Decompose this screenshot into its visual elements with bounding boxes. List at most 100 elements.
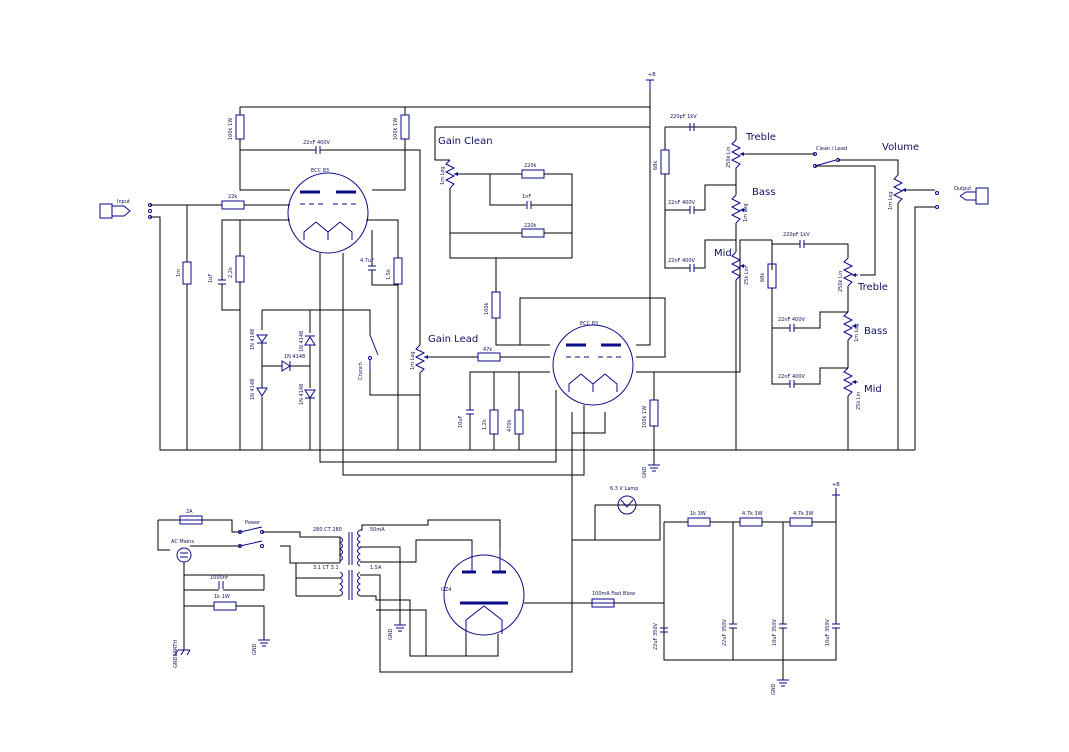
label-gnd-earth: GNDEARTH: [173, 640, 179, 668]
capacitor-220pf-a: [689, 123, 695, 131]
label-d-b: 1N 4148: [250, 379, 256, 400]
fuse-2a: [179, 515, 203, 525]
label-bass-a: Bass: [752, 187, 775, 198]
label-volume: Volume: [882, 142, 919, 153]
label-r-47k: 47k: [483, 347, 492, 353]
label-r-1m-in: 1m: [176, 269, 182, 277]
label-b-plus-top: +B: [648, 72, 656, 78]
label-gnd-mains: GND: [252, 643, 258, 655]
label-c-1uf: 1uF: [208, 274, 214, 283]
resistor-47k-3w-b: [789, 517, 813, 527]
label-c-22n-b2: 22nF 400V: [778, 374, 806, 380]
label-c-1nf: 1nF: [522, 194, 531, 200]
ac-mains-connector: [176, 547, 192, 563]
label-xfmr-heater: 3.1 CT 3.1: [313, 565, 339, 571]
label-pot-1m-a: 1m Log: [743, 203, 749, 222]
pot-mid-a: [730, 251, 746, 281]
resistor-1k-1w: [213, 601, 237, 611]
capacitor-1uf: [218, 279, 226, 285]
gnd-earth-symbol: [174, 649, 191, 656]
pot-gain-lead: [414, 344, 430, 374]
tube-v1-ecc83: [287, 172, 369, 254]
label-xfmr-15a: 1.5A: [370, 565, 382, 571]
label-mains-res: 1k 1W: [214, 594, 230, 600]
label-c-10u-a: 10uF 350V: [772, 618, 778, 646]
label-gnd-xfmr: GND: [388, 628, 394, 640]
label-tube-v1: ECC 83: [311, 168, 329, 174]
label-r-68k-b: 68k: [760, 273, 766, 282]
input-jack: [99, 203, 152, 219]
label-rectifier: GZ4: [441, 587, 451, 593]
label-xfmr-50ma: 50mA: [370, 527, 385, 533]
label-r-68k-a: 68k: [653, 161, 659, 170]
label-pot-250k-a: 250k Lin: [726, 147, 732, 168]
diode-c: [304, 335, 316, 346]
diode-e: [304, 389, 316, 399]
gnd-symbol-psu: [777, 679, 789, 687]
label-pot-1m-vol: 1m Log: [888, 191, 894, 210]
gnd-symbol-mains: [258, 639, 270, 647]
label-c-220pf-a: 220pF 1kV: [670, 114, 697, 120]
label-ac-mains: AC Mains: [171, 539, 194, 545]
b-plus-top: [646, 79, 654, 90]
label-treble-a: Treble: [745, 132, 776, 143]
diode-d: [281, 360, 291, 372]
resistor-22k-input: [221, 200, 245, 210]
tube-v2-ecc83: [552, 324, 634, 406]
label-pot-25k-b: 25k Lin: [856, 392, 862, 410]
capacitor-1000nf: [218, 581, 224, 589]
capacitor-22uf-b: [729, 623, 737, 629]
capacitor-22nf-b2: [789, 380, 795, 388]
label-mains-cap: 1000nF: [210, 575, 229, 581]
output-jack: [935, 187, 989, 209]
label-r-47k-3w-a: 4.7k 3W: [742, 511, 763, 517]
capacitor-10uf: [466, 409, 474, 415]
pot-mid-b: [842, 367, 858, 397]
label-c-4u7: 4.7uF: [360, 258, 374, 264]
pot-bass-b: [842, 311, 858, 341]
label-c-10u-b: 10uF 350V: [825, 618, 831, 646]
label-pot-1m-log: 1m Log: [440, 166, 446, 185]
label-crunch: Crunch: [358, 362, 364, 380]
label-r-15k: 1,5k: [386, 269, 392, 280]
b-plus-bottom: [832, 488, 840, 496]
label-c-22n-top: 22nF 400V: [303, 140, 331, 146]
label-r-1k-3w: 1k 3W: [690, 511, 706, 517]
label-gain-clean: Gain Clean: [438, 136, 493, 147]
label-tube-v2: ECC 83: [580, 321, 598, 327]
fuse-100ma: [591, 598, 615, 608]
label-bass-b: Bass: [864, 326, 887, 337]
label-r-47k-3w-b: 4.7k 3W: [793, 511, 814, 517]
resistor-470k: [514, 409, 524, 435]
label-d-c: 1N 4148: [299, 331, 305, 352]
label-r-22k-cath: 2,2k: [228, 267, 234, 278]
resistor-1k-3w: [687, 517, 711, 527]
label-pot-250k-b: 250k Lin: [838, 271, 844, 292]
crunch-switch: [368, 334, 379, 372]
label-mid-b: Mid: [864, 384, 882, 395]
diode-b: [256, 387, 268, 397]
label-c-10uf: 10uF: [458, 415, 464, 428]
label-gnd-psu: GND: [771, 683, 777, 695]
diode-a: [256, 334, 268, 344]
label-fuse: 2A: [186, 509, 193, 515]
capacitor-220pf-b: [799, 240, 805, 248]
label-c-22n-b1: 22nF 400V: [778, 317, 806, 323]
label-pot-1m-log-b: 1m Log: [410, 351, 416, 370]
label-xfmr-primary: 280 CT 280: [313, 527, 342, 533]
resistor-220k-a: [521, 169, 545, 179]
input-label: Input: [117, 199, 130, 205]
resistor-1m-input: [182, 261, 192, 285]
rectifier-gz34: [443, 548, 525, 636]
label-b-plus-bottom: +B: [832, 482, 840, 488]
transformer: [339, 529, 361, 600]
label-mid-a: Mid: [714, 248, 732, 259]
resistor-47k-3w-a: [739, 517, 763, 527]
label-treble-b: Treble: [857, 282, 888, 293]
resistor-100k-1w-b: [400, 114, 410, 140]
capacitor-22nf-a1: [689, 206, 695, 214]
resistor-100k-1w-c: [649, 399, 659, 427]
pot-volume: [892, 174, 908, 204]
label-d-a: 1N 4148: [250, 329, 256, 350]
